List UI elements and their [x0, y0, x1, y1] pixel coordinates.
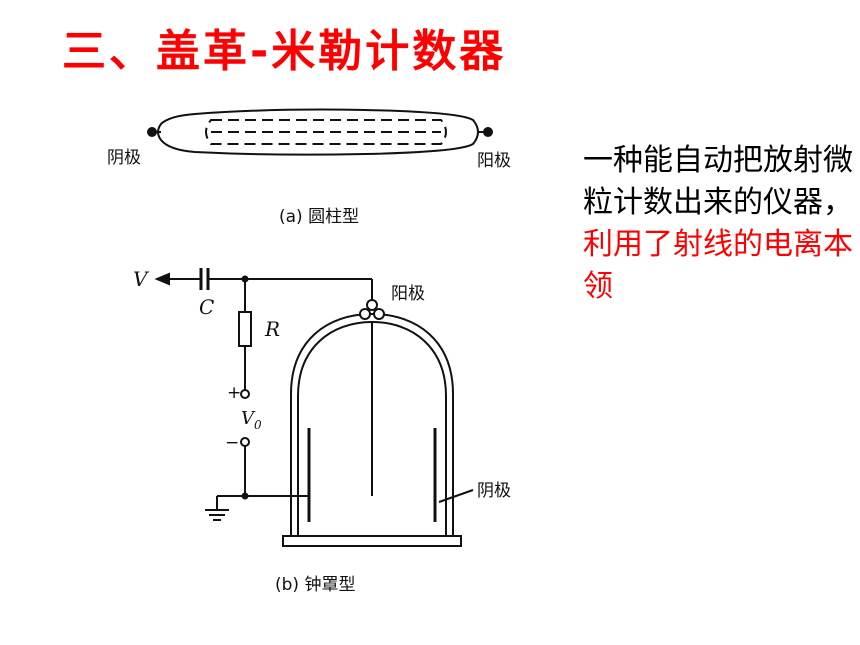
- caption-b: (b) 钟罩型: [275, 575, 355, 595]
- plus-label: +: [227, 383, 241, 403]
- cathode-label-b: 阴极: [477, 481, 511, 501]
- cathode-label-a: 阴极: [107, 148, 141, 168]
- caption-a: (a) 圆柱型: [279, 207, 359, 227]
- bell-jar-outer: [290, 312, 454, 536]
- anode-label-a: 阳极: [477, 151, 511, 171]
- resistor: [238, 311, 252, 347]
- cathode-cylinder-dashed: [205, 119, 447, 145]
- v0-main: V: [241, 408, 256, 429]
- v0-subscript: 0: [254, 418, 262, 432]
- anode-label-b: 阳极: [391, 284, 425, 304]
- bell-jar-base: [282, 535, 462, 547]
- description-text: 一种能自动把放射微粒计数出来的仪器，利用了射线的电离本领: [583, 140, 853, 308]
- v0-label: V0: [241, 408, 262, 432]
- minus-terminal: [240, 437, 250, 447]
- plus-terminal: [240, 389, 250, 399]
- cylindrical-tube: [147, 108, 493, 156]
- cathode-label-pointer: [438, 489, 474, 503]
- anode-cap: [359, 299, 385, 320]
- slide-title: 三、盖革-米勒计数器: [62, 26, 507, 77]
- minus-label: −: [225, 433, 239, 453]
- description-plain: 一种能自动把放射微粒计数出来的仪器，: [583, 143, 853, 220]
- v-label: V: [133, 267, 150, 291]
- tube-glass-outline: [157, 108, 479, 156]
- input-arrow: [154, 272, 170, 286]
- tube-left-knob: [147, 127, 157, 137]
- geiger-counter-figure: 阴极 阳极 (a) 圆柱型 V C R +: [107, 108, 511, 595]
- description-highlight: 利用了射线的电离本领: [583, 227, 853, 304]
- tube-right-knob: [483, 127, 493, 137]
- r-label: R: [264, 317, 280, 341]
- c-label: C: [199, 295, 214, 319]
- bell-jar-circuit: [154, 268, 474, 547]
